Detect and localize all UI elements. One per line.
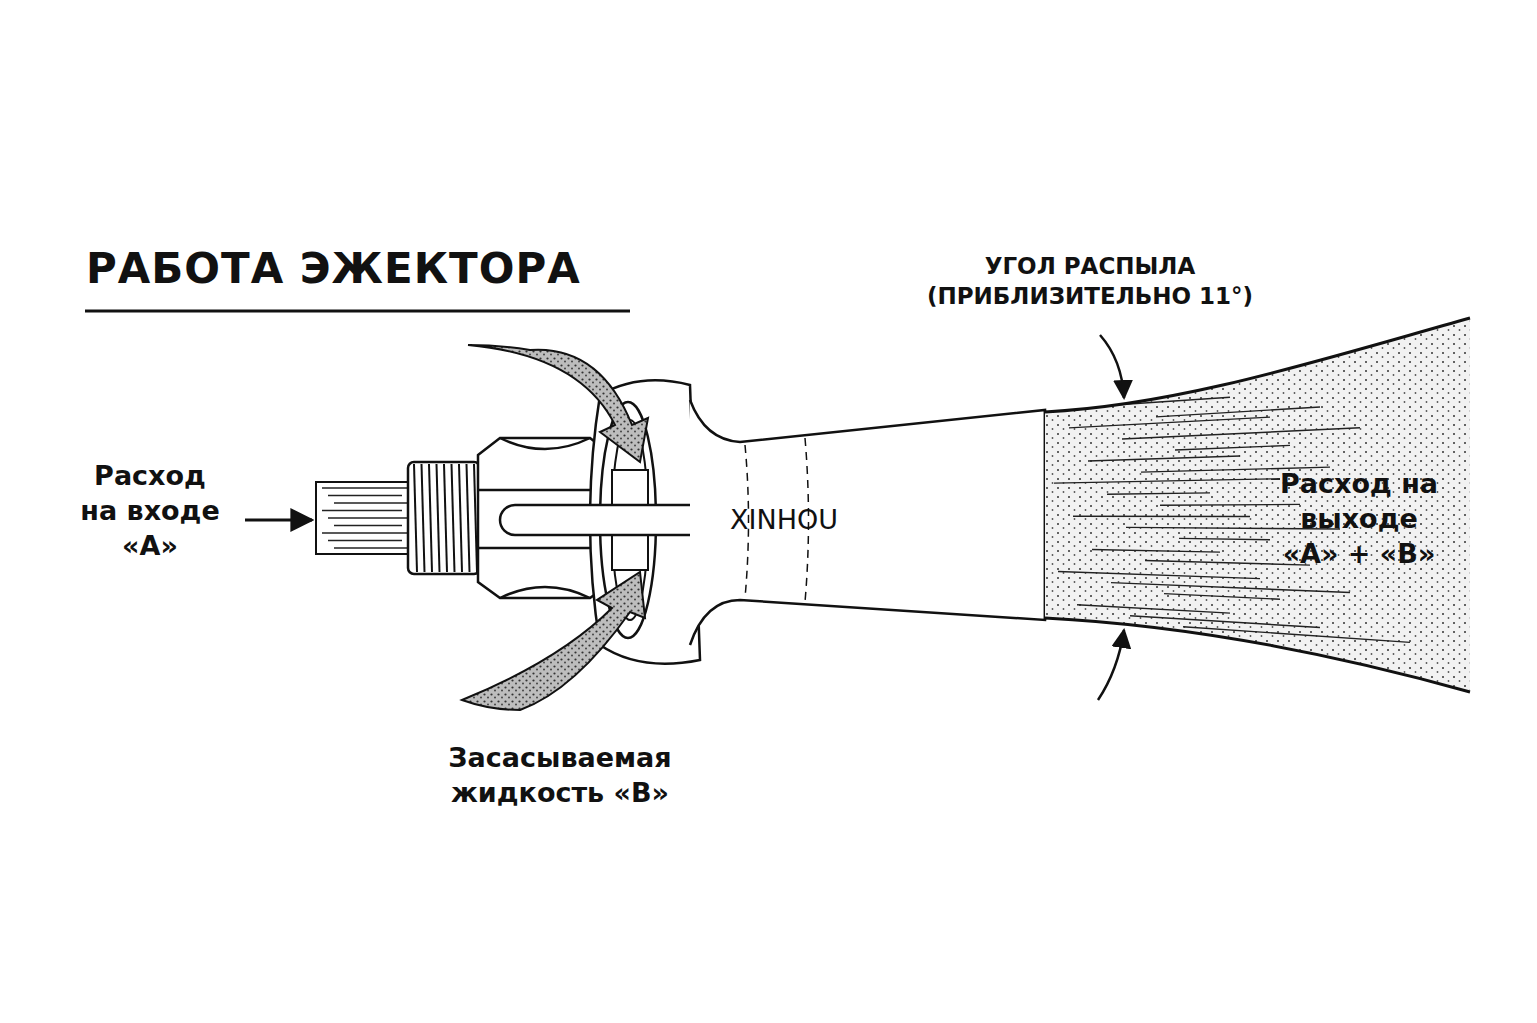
spray-jet bbox=[1045, 318, 1470, 692]
threaded-fitting bbox=[408, 462, 480, 574]
inlet-arrow bbox=[245, 519, 312, 522]
title: РАБОТА ЭЖЕКТОРА bbox=[86, 242, 581, 297]
title-underline bbox=[85, 310, 630, 313]
spray-angle-arrows bbox=[1098, 335, 1124, 700]
suction-flow-arrows bbox=[462, 345, 648, 710]
connecting-bar bbox=[500, 505, 715, 535]
outlet-flow-label: Расход на выходе «А» + «В» bbox=[1278, 466, 1440, 571]
spray-angle-label: УГОЛ РАСПЫЛА (ПРИБЛИЗИТЕЛЬНО 11°) bbox=[880, 252, 1300, 312]
diffuser-body bbox=[690, 400, 1045, 645]
inlet-stream bbox=[316, 482, 416, 554]
inlet-flow-label: Расход на входе «А» bbox=[79, 458, 221, 563]
suction-liquid-label: Засасываемая жидкость «В» bbox=[410, 740, 710, 810]
brand-marking: XINHOU bbox=[730, 502, 838, 537]
